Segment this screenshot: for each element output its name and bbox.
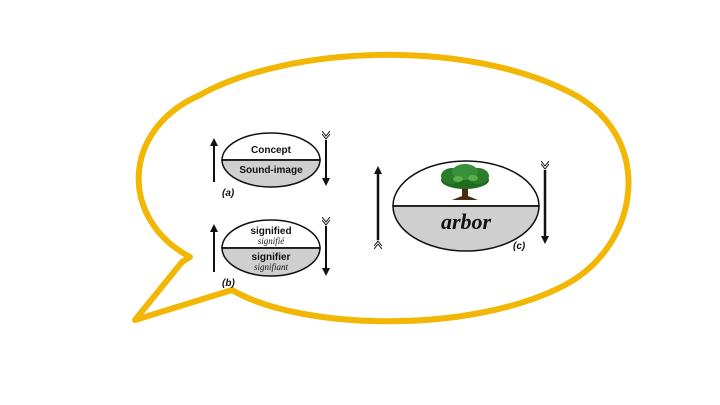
panel-b-signifier-label: signifier [252,252,291,263]
panel-b-top-half [221,219,321,249]
panel-b-caption: (b) [222,278,235,289]
panel-a-top-half [221,132,321,161]
panel-a-bottom-half [221,159,321,188]
panel-b-signifie-label: signifié [258,236,286,246]
panel-c-arbor-label: arbor [441,209,492,234]
panel-a: Concept Sound-image (a) [210,132,326,199]
panel-b-signifiant-label: signifiant [254,262,289,272]
speech-bubble [132,51,632,325]
tree-icon [441,164,489,200]
panel-a-caption: (a) [222,188,235,199]
panel-b-bottom-half [221,247,321,277]
panel-c-bottom-half [392,205,540,252]
panel-a-concept-label: Concept [251,145,292,156]
panel-c: arbor (c) [378,160,545,252]
panel-c-caption: (c) [513,241,526,252]
panel-b: signified signifié signifier signifiant … [210,219,326,289]
panel-a-sound-image-label: Sound-image [239,165,303,176]
panel-b-signified-label: signified [250,226,291,237]
